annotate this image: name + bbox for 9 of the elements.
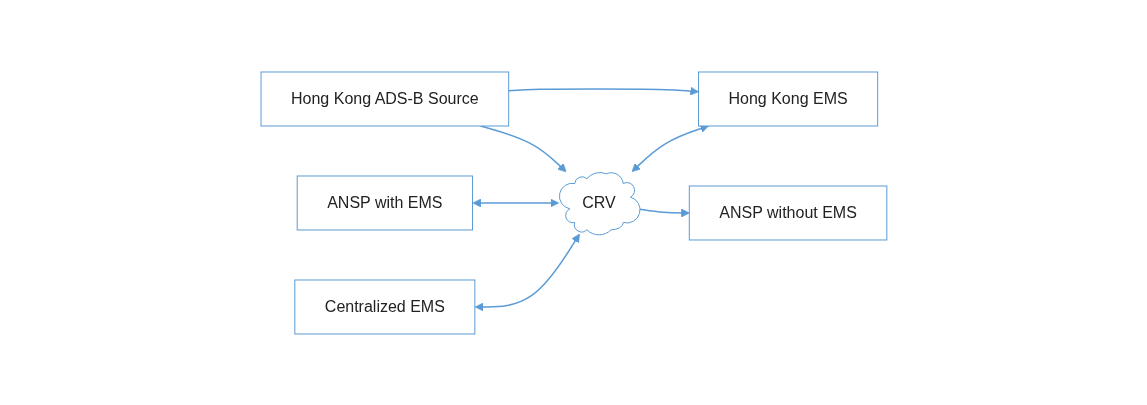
node-box: ANSP without EMS	[688, 185, 887, 240]
arrow	[474, 233, 580, 311]
arrow	[638, 207, 690, 217]
arrow	[472, 198, 559, 207]
node-box: Hong Kong ADS-B Source	[260, 71, 509, 126]
node-box: Hong Kong EMS	[697, 71, 878, 126]
node-box: Centralized EMS	[293, 279, 475, 334]
arrow	[507, 86, 699, 95]
node-box: ANSP with EMS	[296, 175, 473, 230]
